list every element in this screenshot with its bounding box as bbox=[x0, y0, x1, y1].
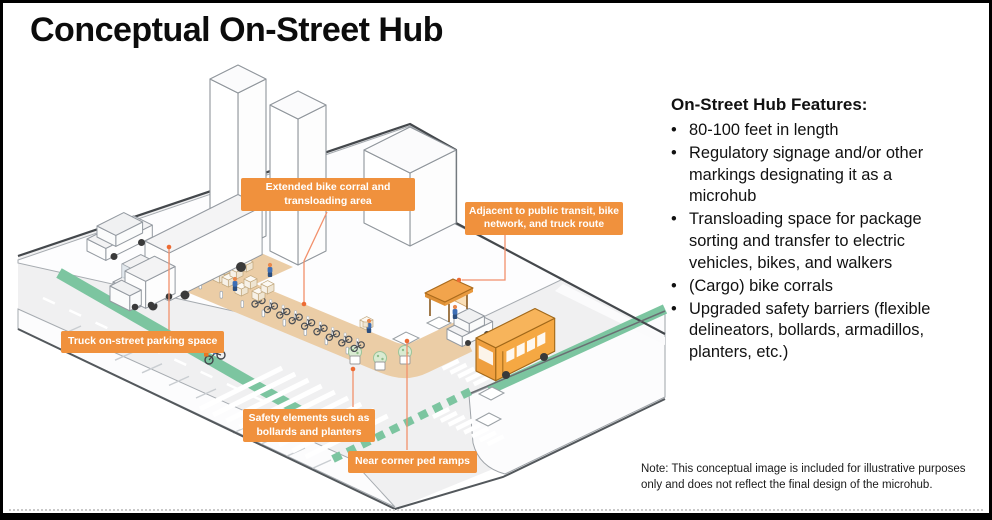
cargo-bike-corral bbox=[251, 293, 365, 353]
bullet-glyph: • bbox=[671, 299, 677, 318]
bottom-dotted-divider bbox=[9, 509, 983, 511]
car-white-minivan bbox=[86, 212, 153, 261]
feature-item: • 80-100 feet in length bbox=[671, 120, 977, 142]
feature-item: • Regulatory signage and/or other marking… bbox=[671, 143, 977, 208]
features-panel: On-Street Hub Features: • 80-100 feet in … bbox=[671, 95, 977, 365]
features-list: • 80-100 feet in length • Regulatory signag… bbox=[671, 120, 977, 364]
bullet-glyph: • bbox=[671, 121, 677, 139]
feature-item-text: (Cargo) bike corrals bbox=[689, 276, 833, 295]
isometric-street-hub-diagram bbox=[17, 64, 668, 511]
ped-ramps bbox=[391, 316, 506, 427]
worker-figures bbox=[232, 262, 458, 333]
features-heading: On-Street Hub Features: bbox=[671, 95, 868, 114]
callout-bike-corral: Extended bike corral and transloading ar… bbox=[241, 178, 415, 212]
feature-item-text: Transloading space for package sorting a… bbox=[689, 210, 922, 272]
feature-item: • Transloading space for package sorting … bbox=[671, 209, 977, 274]
transit-bus bbox=[475, 307, 556, 382]
feature-item: • Upgraded safety barriers (flexible deli… bbox=[671, 299, 977, 364]
callout-truck-parking: Truck on-street parking space bbox=[61, 331, 225, 353]
callout-leader-lines bbox=[166, 211, 506, 450]
callout-adjacent-transit: Adjacent to public transit, bike network… bbox=[465, 202, 623, 235]
page-title: Conceptual On-Street Hub bbox=[30, 11, 444, 49]
transit-shelter bbox=[424, 278, 474, 322]
bullet-glyph: • bbox=[671, 276, 677, 295]
bullet-glyph: • bbox=[671, 210, 677, 229]
callout-ped-ramps: Near corner ped ramps bbox=[348, 451, 477, 473]
delivery-van bbox=[109, 255, 176, 312]
feature-item: • (Cargo) bike corrals bbox=[671, 276, 977, 298]
disclaimer-note: Note: This conceptual image is included … bbox=[641, 463, 966, 491]
feature-item-text: 80-100 feet in length bbox=[689, 121, 839, 139]
green-bike-lanes bbox=[56, 268, 668, 463]
callout-safety-elements: Safety elements such as bollards and pla… bbox=[243, 409, 375, 443]
bullet-glyph: • bbox=[671, 143, 677, 162]
feature-item-text: Upgraded safety barriers (flexible delin… bbox=[689, 299, 931, 362]
feature-item-text: Regulatory signage and/or other markings… bbox=[689, 143, 924, 206]
